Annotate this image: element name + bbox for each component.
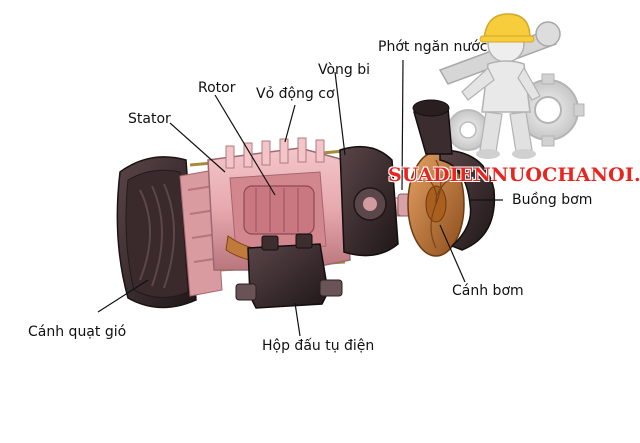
worker-mascot-icon: [438, 13, 585, 159]
impeller: [407, 151, 465, 257]
label-vong-bi: Vòng bi: [318, 62, 371, 78]
terminal-box: [235, 233, 343, 309]
label-rotor: Rotor: [198, 80, 236, 96]
motor-housing: [207, 137, 351, 271]
label-stator: Stator: [128, 111, 171, 127]
label-canh-quat-gio: Cánh quạt gió: [28, 324, 127, 340]
label-phot-ngan-nuoc: Phớt ngăn nước: [378, 39, 488, 55]
bearing: [339, 145, 399, 257]
gear-icon: [447, 73, 585, 151]
label-hop-dau-tu-dien: Hộp đấu tụ điện: [262, 338, 375, 354]
label-buong-bom: Buồng bơm: [512, 192, 593, 208]
fan-cover: [116, 156, 197, 309]
watermark-text: SUADIENNUOCHANOI.VN: [388, 164, 640, 186]
label-canh-bom: Cánh bơm: [452, 283, 524, 299]
leader-lines: [97, 59, 503, 337]
pump-housing: [412, 99, 496, 251]
label-vo-dong-co: Vỏ động cơ: [256, 86, 335, 102]
